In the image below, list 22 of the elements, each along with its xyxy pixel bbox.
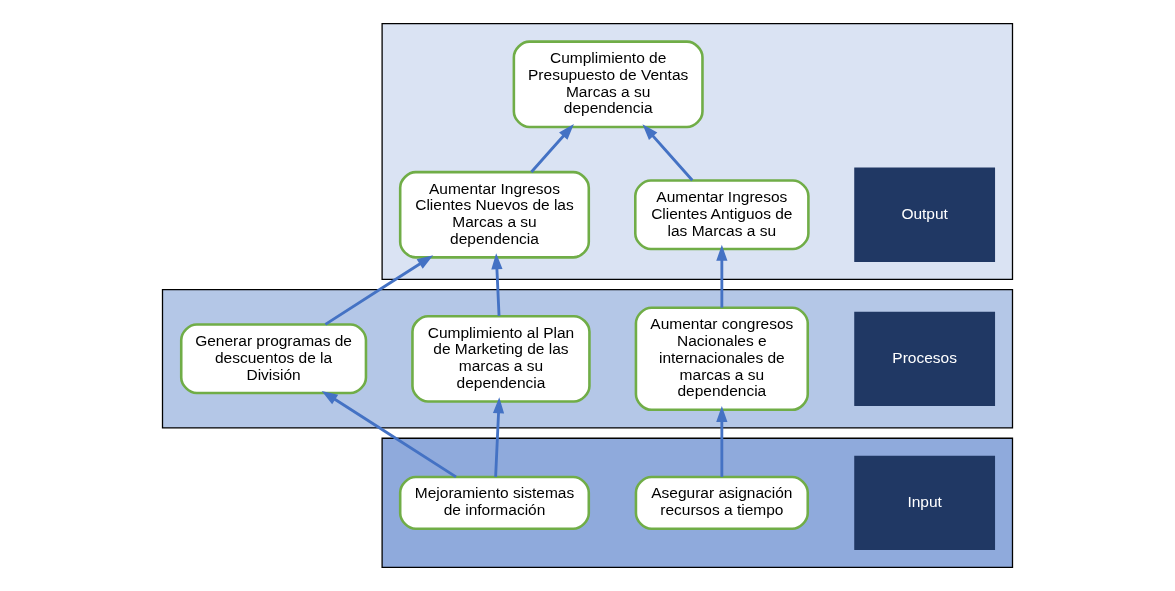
node-box: Input xyxy=(854,455,996,550)
arrow xyxy=(491,253,503,316)
arrow xyxy=(530,124,574,173)
arrow xyxy=(324,255,434,326)
arrow xyxy=(321,390,457,479)
node-box: Generar programas de descuentos de la División xyxy=(179,323,368,395)
node-box: Output xyxy=(854,167,996,262)
node-box: Mejoramiento sistemas de información xyxy=(398,475,591,530)
cluster xyxy=(381,22,1014,280)
node-box: Procesos xyxy=(854,311,996,406)
cluster xyxy=(381,437,1014,569)
node-box: Cumplimiento de Presupuesto de Ventas Marcas a su dependencia xyxy=(512,40,704,129)
arrow xyxy=(492,397,505,477)
arrow xyxy=(716,405,728,477)
node-box: Cumplimiento al Plan de Marketing de las marcas a su dependencia xyxy=(411,314,591,403)
cluster xyxy=(161,289,1014,429)
node-box: Aumentar Ingresos Clientes Antiguos de las Marcas a su xyxy=(634,179,810,251)
node-box: Aumentar congresos Nacionales e internacionales de marcas a su dependencia xyxy=(634,306,810,412)
arrow xyxy=(716,244,728,308)
node-box: Asegurar asignación recursos a tiempo xyxy=(634,475,810,530)
arrow xyxy=(642,124,694,182)
node-box: Aumentar Ingresos Clientes Nuevos de las Marcas a su dependencia xyxy=(398,170,591,259)
